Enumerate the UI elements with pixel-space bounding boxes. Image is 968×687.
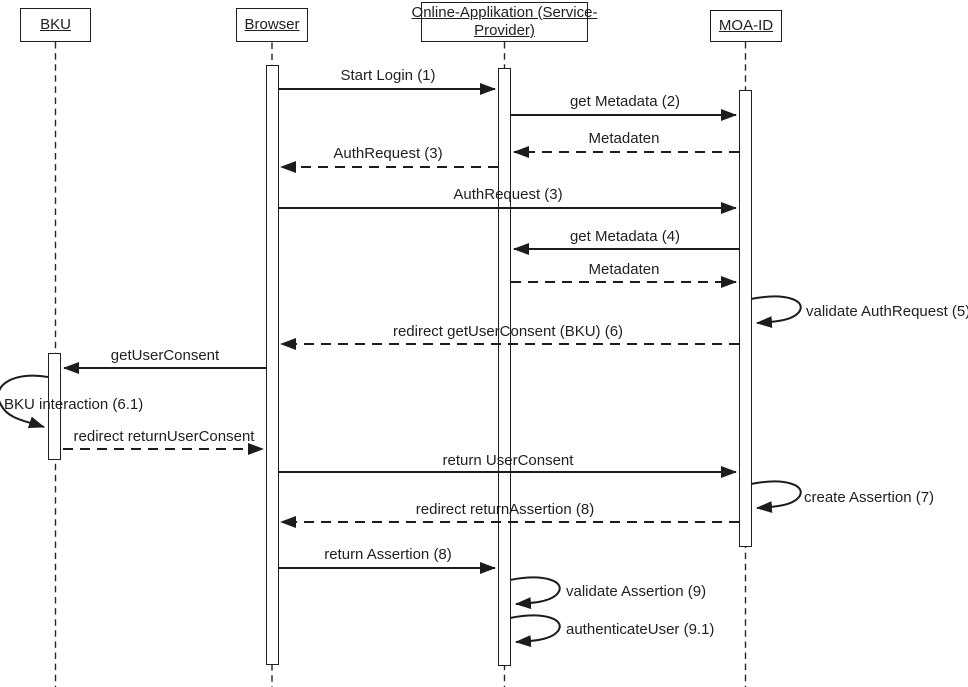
message-loop-validate-authrequest (750, 295, 802, 329)
message-label-return-assertion: return Assertion (8) (324, 546, 452, 563)
message-label-bku-interaction: BKU interaction (6.1) (4, 396, 144, 413)
actor-box-online-applikation: Online-Applikation (Service- Provider) (412, 2, 597, 42)
actor-name-moa-id: MOA-ID (718, 17, 774, 34)
actor-box-bku: BKU (20, 8, 91, 42)
message-loop-authenticateuser (509, 614, 561, 648)
message-loop-validate-assertion (509, 576, 561, 610)
message-label-getuserconsent: getUserConsent (110, 347, 220, 364)
message-label-authrequest-3-dashed: AuthRequest (3) (333, 145, 443, 162)
message-label-return-userconsent: return UserConsent (442, 452, 574, 469)
activation-bar-browser (266, 65, 279, 665)
activation-bar-bku (48, 353, 61, 460)
activation-bar-online-applikation (498, 68, 511, 666)
message-label-metadaten-1: Metadaten (588, 130, 660, 147)
message-label-validate-authrequest: validate AuthRequest (5) (806, 303, 968, 320)
message-label-redirect-returnuserconsent: redirect returnUserConsent (73, 428, 255, 445)
activation-bar-moa-id (739, 90, 752, 547)
message-label-authenticateuser: authenticateUser (9.1) (566, 621, 715, 638)
message-label-redirect-returnassertion: redirect returnAssertion (8) (415, 501, 595, 518)
message-label-authrequest-3-solid: AuthRequest (3) (453, 186, 563, 203)
message-label-create-assertion: create Assertion (7) (804, 489, 935, 506)
actor-box-browser: Browser (236, 8, 308, 42)
actor-name-online-applikation-line2: Provider) (474, 22, 535, 39)
message-label-redirect-getuserconsent: redirect getUserConsent (BKU) (6) (392, 323, 624, 340)
message-loop-create-assertion (750, 480, 802, 514)
actor-name-online-applikation: Online-Applikation (Service- (411, 4, 598, 21)
actor-name-bku: BKU (40, 16, 71, 33)
message-label-get-metadata-2: get Metadata (2) (569, 93, 681, 110)
actor-name-browser: Browser (244, 16, 300, 33)
message-label-metadaten-2: Metadaten (588, 261, 660, 278)
message-label-validate-assertion: validate Assertion (9) (566, 583, 707, 600)
actor-box-moa-id: MOA-ID (710, 10, 782, 42)
message-label-start-login: Start Login (1) (340, 67, 436, 84)
message-label-get-metadata-4: get Metadata (4) (569, 228, 681, 245)
